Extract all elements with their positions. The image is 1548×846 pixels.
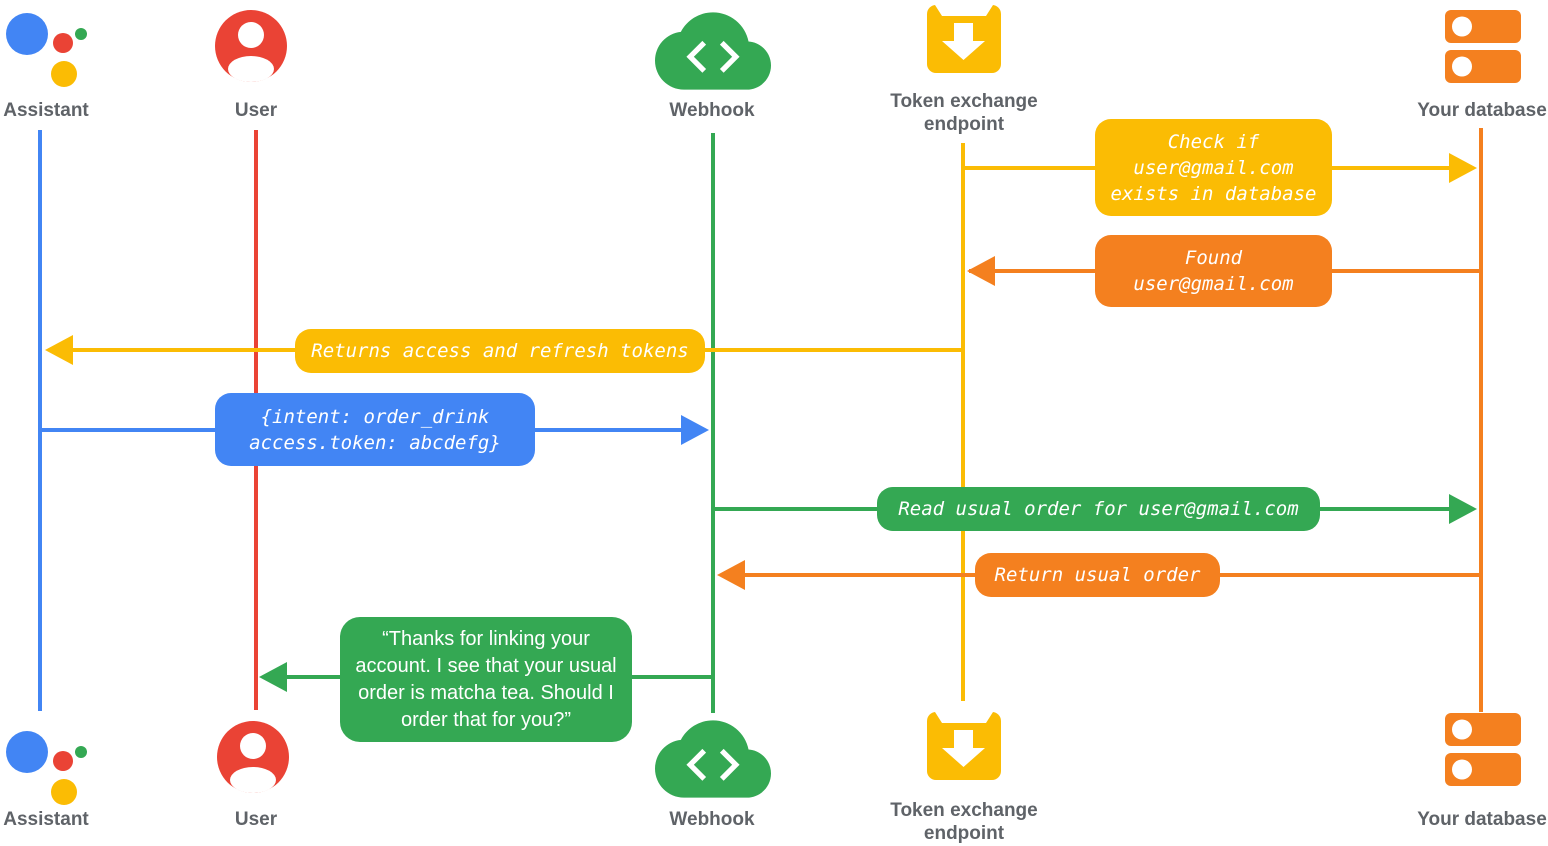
actor-label-assistant: Assistant — [3, 100, 89, 121]
database-icon — [1445, 10, 1521, 83]
message-check-exists: Check if user@gmail.com exists in databa… — [1095, 119, 1332, 216]
arrowhead-found-user — [967, 256, 995, 286]
arrowhead-speech — [259, 662, 287, 692]
message-read-order: Read usual order for user@gmail.com — [877, 487, 1320, 531]
arrowhead-intent — [681, 415, 709, 445]
token-exchange-icon — [927, 712, 1001, 780]
arrowhead-returns-tokens — [45, 335, 73, 365]
lifeline-database — [1479, 128, 1483, 712]
assistant-icon — [6, 731, 87, 805]
actor-label-assistant: Assistant — [3, 809, 89, 830]
lifeline-webhook — [711, 133, 715, 713]
actor-label-webhook: Webhook — [669, 809, 755, 830]
message-returns-tokens: Returns access and refresh tokens — [295, 329, 705, 373]
database-icon — [1445, 713, 1521, 786]
actor-label-token-exchange: Token exchange endpoint — [890, 91, 1038, 135]
message-intent: {intent: order_drink access.token: abcde… — [215, 393, 535, 466]
assistant-icon — [6, 13, 87, 87]
message-found-user: Found user@gmail.com — [1095, 235, 1332, 307]
token-exchange-icon — [927, 5, 1001, 73]
webhook-icon — [655, 12, 771, 90]
actor-label-webhook: Webhook — [669, 100, 755, 121]
actor-label-user: User — [234, 100, 278, 121]
actor-label-database: Your database — [1417, 809, 1547, 830]
message-speech: “Thanks for linking your account. I see … — [340, 617, 632, 742]
message-return-order: Return usual order — [975, 553, 1220, 597]
arrowhead-return-order — [717, 560, 745, 590]
lifeline-assistant — [38, 130, 42, 711]
webhook-icon — [655, 720, 771, 798]
user-icon — [215, 10, 287, 82]
actor-label-user: User — [234, 809, 278, 830]
actor-label-token-exchange: Token exchange endpoint — [890, 800, 1038, 844]
actor-label-database: Your database — [1417, 100, 1547, 121]
lifeline-token-exchange — [961, 143, 965, 701]
arrowhead-check-exists — [1449, 153, 1477, 183]
arrowhead-read-order — [1449, 494, 1477, 524]
user-icon — [217, 721, 289, 793]
